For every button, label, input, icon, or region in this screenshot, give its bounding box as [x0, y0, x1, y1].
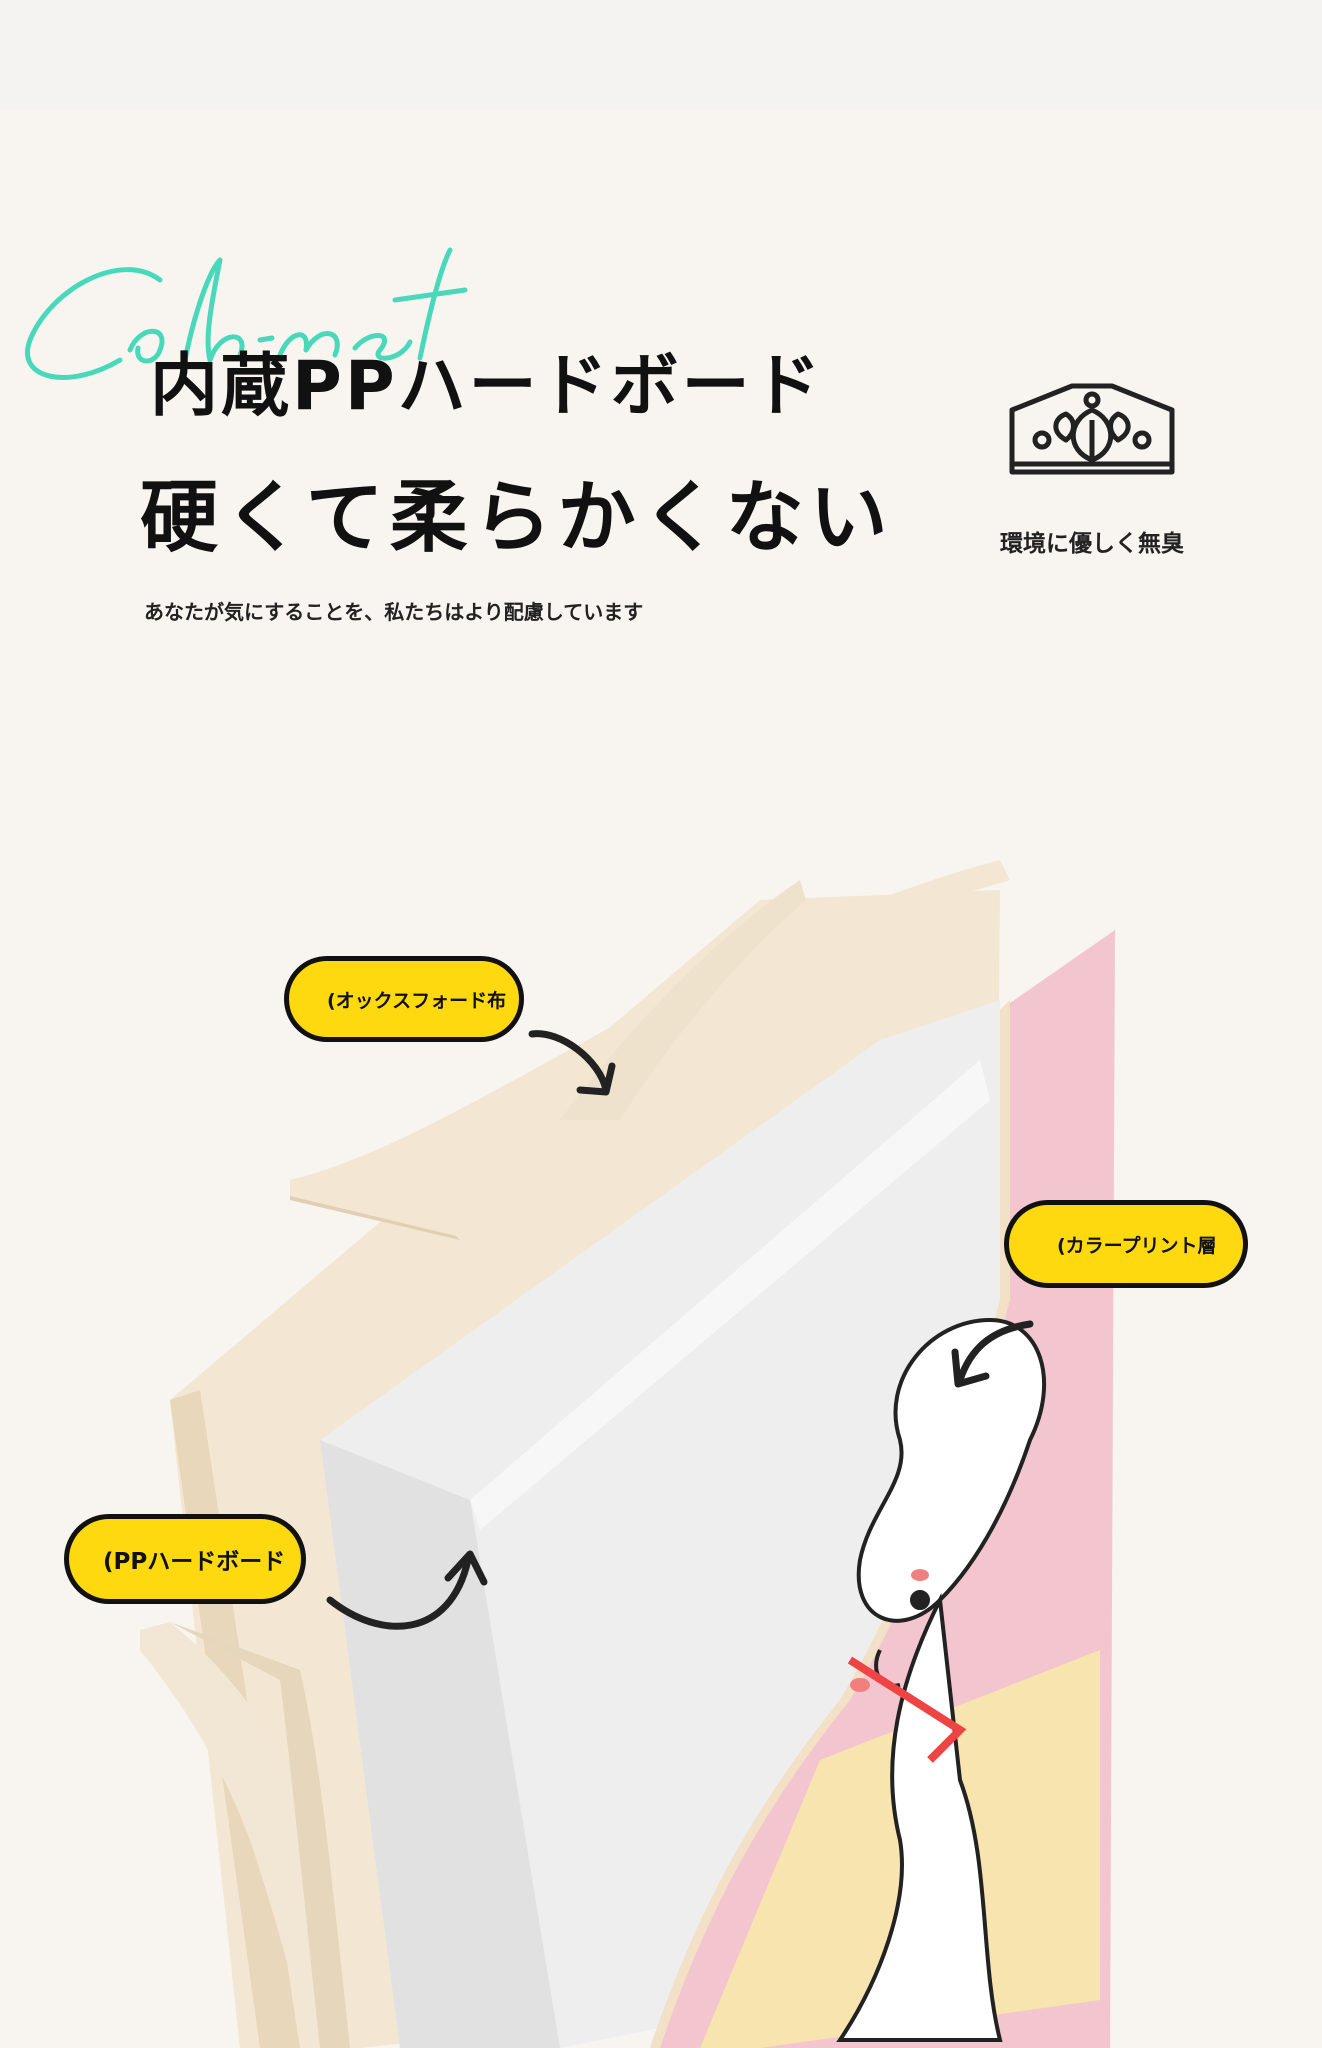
- headline-line-2: 硬くて柔らかくない: [140, 473, 894, 563]
- callout-pp-label: (PPハードボード: [103, 1549, 286, 1575]
- eco-badge-label: 環境に優しく無臭: [1000, 531, 1184, 557]
- top-band: [0, 0, 1322, 110]
- subtitle: あなたが気にすることを、私たちはより配慮しています: [144, 600, 644, 624]
- cabinet-script-decoration: [25, 247, 468, 380]
- callout-oxford-fabric: (オックスフォード布: [284, 956, 524, 1042]
- callout-oxford-label: (オックスフォード布: [327, 989, 507, 1012]
- headline-line-1: 内蔵PPハードボード: [150, 347, 824, 426]
- leaf-house-icon: [1009, 383, 1175, 475]
- front-board-strip: [140, 1622, 350, 2048]
- oxford-fabric-strip-back: [560, 880, 806, 1120]
- callout-print-label: (カラープリント層: [1057, 1234, 1217, 1257]
- board-layers-illustration: [140, 860, 1115, 2048]
- callout-pp-hardboard: (PPハードボード: [64, 1514, 306, 1604]
- callout-color-print-layer: (カラープリント層: [1004, 1200, 1248, 1288]
